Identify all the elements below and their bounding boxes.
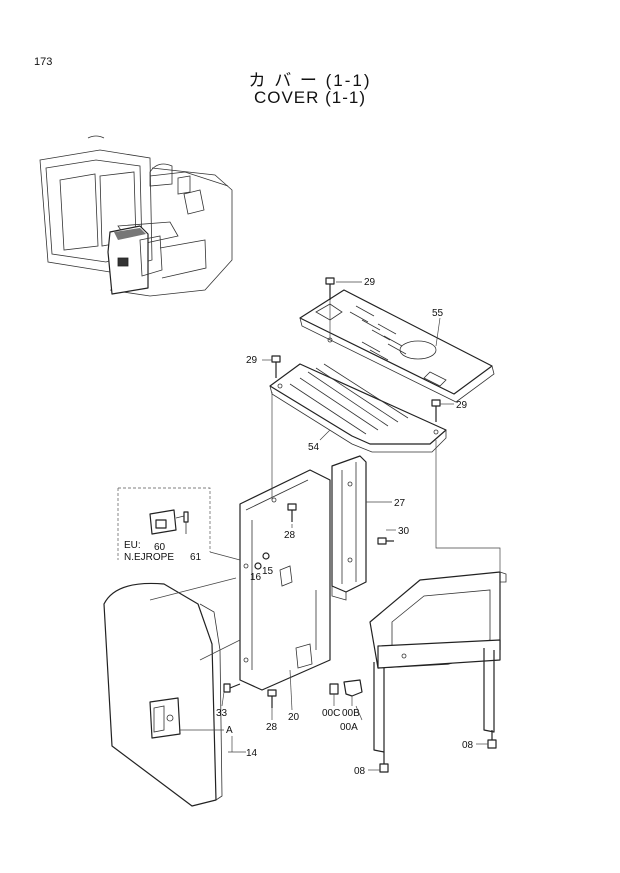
region-label-europe: N.EJROPE (124, 552, 174, 563)
callout-55: 55 (432, 308, 444, 319)
callout-28: 28 (284, 530, 296, 541)
floor-grating-54 (269, 363, 447, 453)
title-english: COVER (1-1) (253, 88, 367, 107)
region-label-eu: EU: (124, 540, 141, 551)
callout-28: 28 (266, 722, 278, 733)
callout-60: 60 (154, 542, 166, 553)
callout-00a: 00A (340, 722, 358, 733)
europe-latch-inset: EU: N.EJROPE (117, 487, 211, 563)
callout-15: 15 (262, 566, 274, 577)
callout-33: 33 (216, 708, 228, 719)
callout-29: 29 (246, 355, 258, 366)
title-japanese: カ バ ー (1-1) (248, 71, 372, 90)
callout-numbers: 29 55 29 29 54 27 30 28 60 61 16 15 33 2… (154, 277, 474, 777)
fasteners (223, 503, 497, 773)
callout-54: 54 (308, 442, 320, 453)
callout-leaders (180, 281, 488, 771)
callout-20: 20 (288, 712, 300, 723)
callout-30: 30 (398, 526, 410, 537)
callout-29: 29 (364, 277, 376, 288)
door-panel-14 (103, 582, 223, 807)
top-cover-55 (299, 289, 495, 403)
center-panel-20 (239, 469, 331, 691)
callout-08: 08 (354, 766, 366, 777)
callout-29: 29 (456, 400, 468, 411)
callout-61: 61 (190, 552, 202, 563)
bolts-29 (271, 277, 441, 422)
callout-16: 16 (250, 572, 262, 583)
callout-27: 27 (394, 498, 406, 509)
callout-a: A (226, 725, 233, 736)
callout-08: 08 (462, 740, 474, 751)
side-frame (369, 571, 507, 753)
callout-14: 14 (246, 748, 258, 759)
callout-00c: 00C (322, 708, 340, 719)
machine-overview-sketch (39, 135, 233, 297)
page-number: 173 (34, 56, 53, 68)
callout-00b: 00B (342, 708, 360, 719)
bracket-27 (331, 455, 367, 601)
assembly-lines (149, 300, 501, 661)
